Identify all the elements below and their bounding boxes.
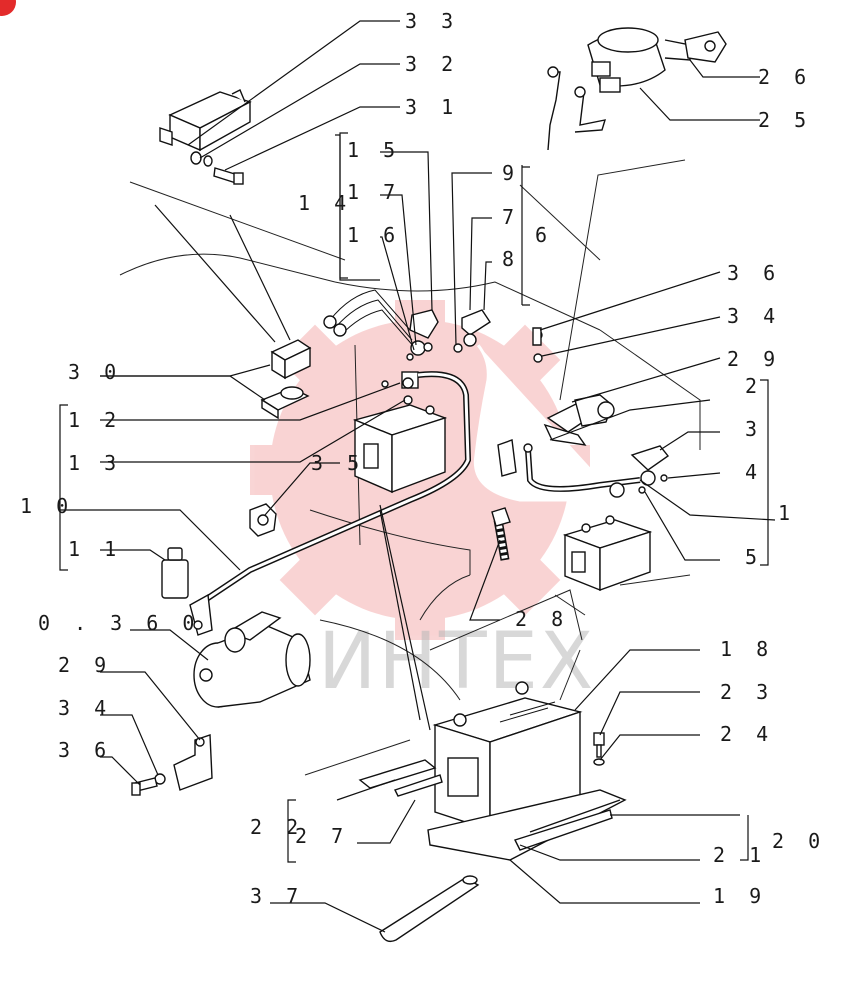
label-36-lower: 3 6 [58, 738, 112, 762]
label-23: 2 3 [720, 680, 774, 704]
label-24: 2 4 [720, 722, 774, 746]
label-7: 7 [502, 205, 520, 229]
label-26: 2 6 [758, 65, 812, 89]
cable-terminals [547, 66, 607, 151]
corner-badge [0, 0, 16, 16]
label-22: 2 2 [250, 815, 304, 839]
battery-upper [352, 395, 448, 494]
cable-28 [491, 507, 511, 561]
label-30: 3 0 [68, 360, 122, 384]
label-21: 2 1 [713, 843, 767, 867]
battery-switch-25 [587, 27, 691, 93]
label-0360: 0 . 3 6 0 [38, 611, 200, 635]
cable-part-2 [497, 439, 656, 498]
label-28: 2 8 [515, 607, 569, 631]
label-34-lower: 3 4 [58, 696, 112, 720]
label-15: 1 5 [347, 138, 401, 162]
rail-21 [514, 799, 621, 851]
leader-lines [60, 20, 776, 933]
label-16: 1 6 [347, 223, 401, 247]
bolt-31 [213, 167, 244, 185]
label-10: 1 0 [20, 494, 74, 518]
label-6: 6 [535, 223, 553, 247]
label-14: 1 4 [298, 191, 352, 215]
label-33: 3 3 [405, 9, 459, 33]
bolt-23 [593, 732, 605, 766]
label-3: 3 [745, 417, 763, 441]
label-8: 8 [502, 247, 520, 271]
label-29-upper: 2 9 [727, 347, 781, 371]
label-1: 1 [778, 501, 796, 525]
relay-part-30 [260, 339, 312, 420]
terminal-9 [453, 333, 477, 353]
label-9: 9 [502, 161, 520, 185]
label-17: 1 7 [347, 180, 401, 204]
label-29-lower: 2 9 [58, 653, 112, 677]
battery-lower-right [562, 515, 653, 592]
label-18: 1 8 [720, 637, 774, 661]
brackets [59, 132, 769, 863]
rail-27 [358, 759, 443, 797]
terminal-cover-3 [630, 445, 670, 471]
label-4: 4 [745, 460, 763, 484]
nut-4-5 [638, 474, 668, 494]
label-11: 1 1 [68, 537, 122, 561]
label-19: 1 9 [713, 884, 767, 908]
relay-part-33 [159, 89, 252, 152]
washer-32 [190, 151, 213, 167]
switch-key-26 [684, 31, 727, 63]
terminal-cover-15 [409, 309, 439, 339]
label-31: 3 1 [405, 95, 459, 119]
callout-labels: 3 3 3 2 3 1 2 6 2 5 1 5 1 7 1 4 1 6 9 7 … [20, 9, 826, 908]
cable-harness-14 [323, 289, 416, 349]
terminal-12 [381, 371, 419, 389]
solenoid-29 [532, 327, 615, 446]
label-13: 1 3 [68, 451, 122, 475]
bottle-11 [161, 547, 189, 599]
terminal-16-17 [406, 340, 433, 361]
label-2: 2 [745, 374, 763, 398]
label-36-upper: 3 6 [727, 261, 781, 285]
terminal-cover-7 [461, 309, 491, 336]
label-32: 3 2 [405, 52, 459, 76]
hose-37 [379, 875, 480, 943]
battery-cable-10 [189, 371, 472, 636]
label-25: 2 5 [758, 108, 812, 132]
bracket-29-lower [131, 734, 213, 796]
label-37: 3 7 [250, 884, 304, 908]
background-contours [119, 159, 701, 776]
label-27: 2 7 [295, 824, 349, 848]
label-34-upper: 3 4 [727, 304, 781, 328]
label-20: 2 0 [772, 829, 826, 853]
label-5: 5 [745, 545, 763, 569]
label-12: 1 2 [68, 408, 122, 432]
label-35: 3 5 [311, 451, 365, 475]
cable-clip-35 [249, 503, 277, 537]
